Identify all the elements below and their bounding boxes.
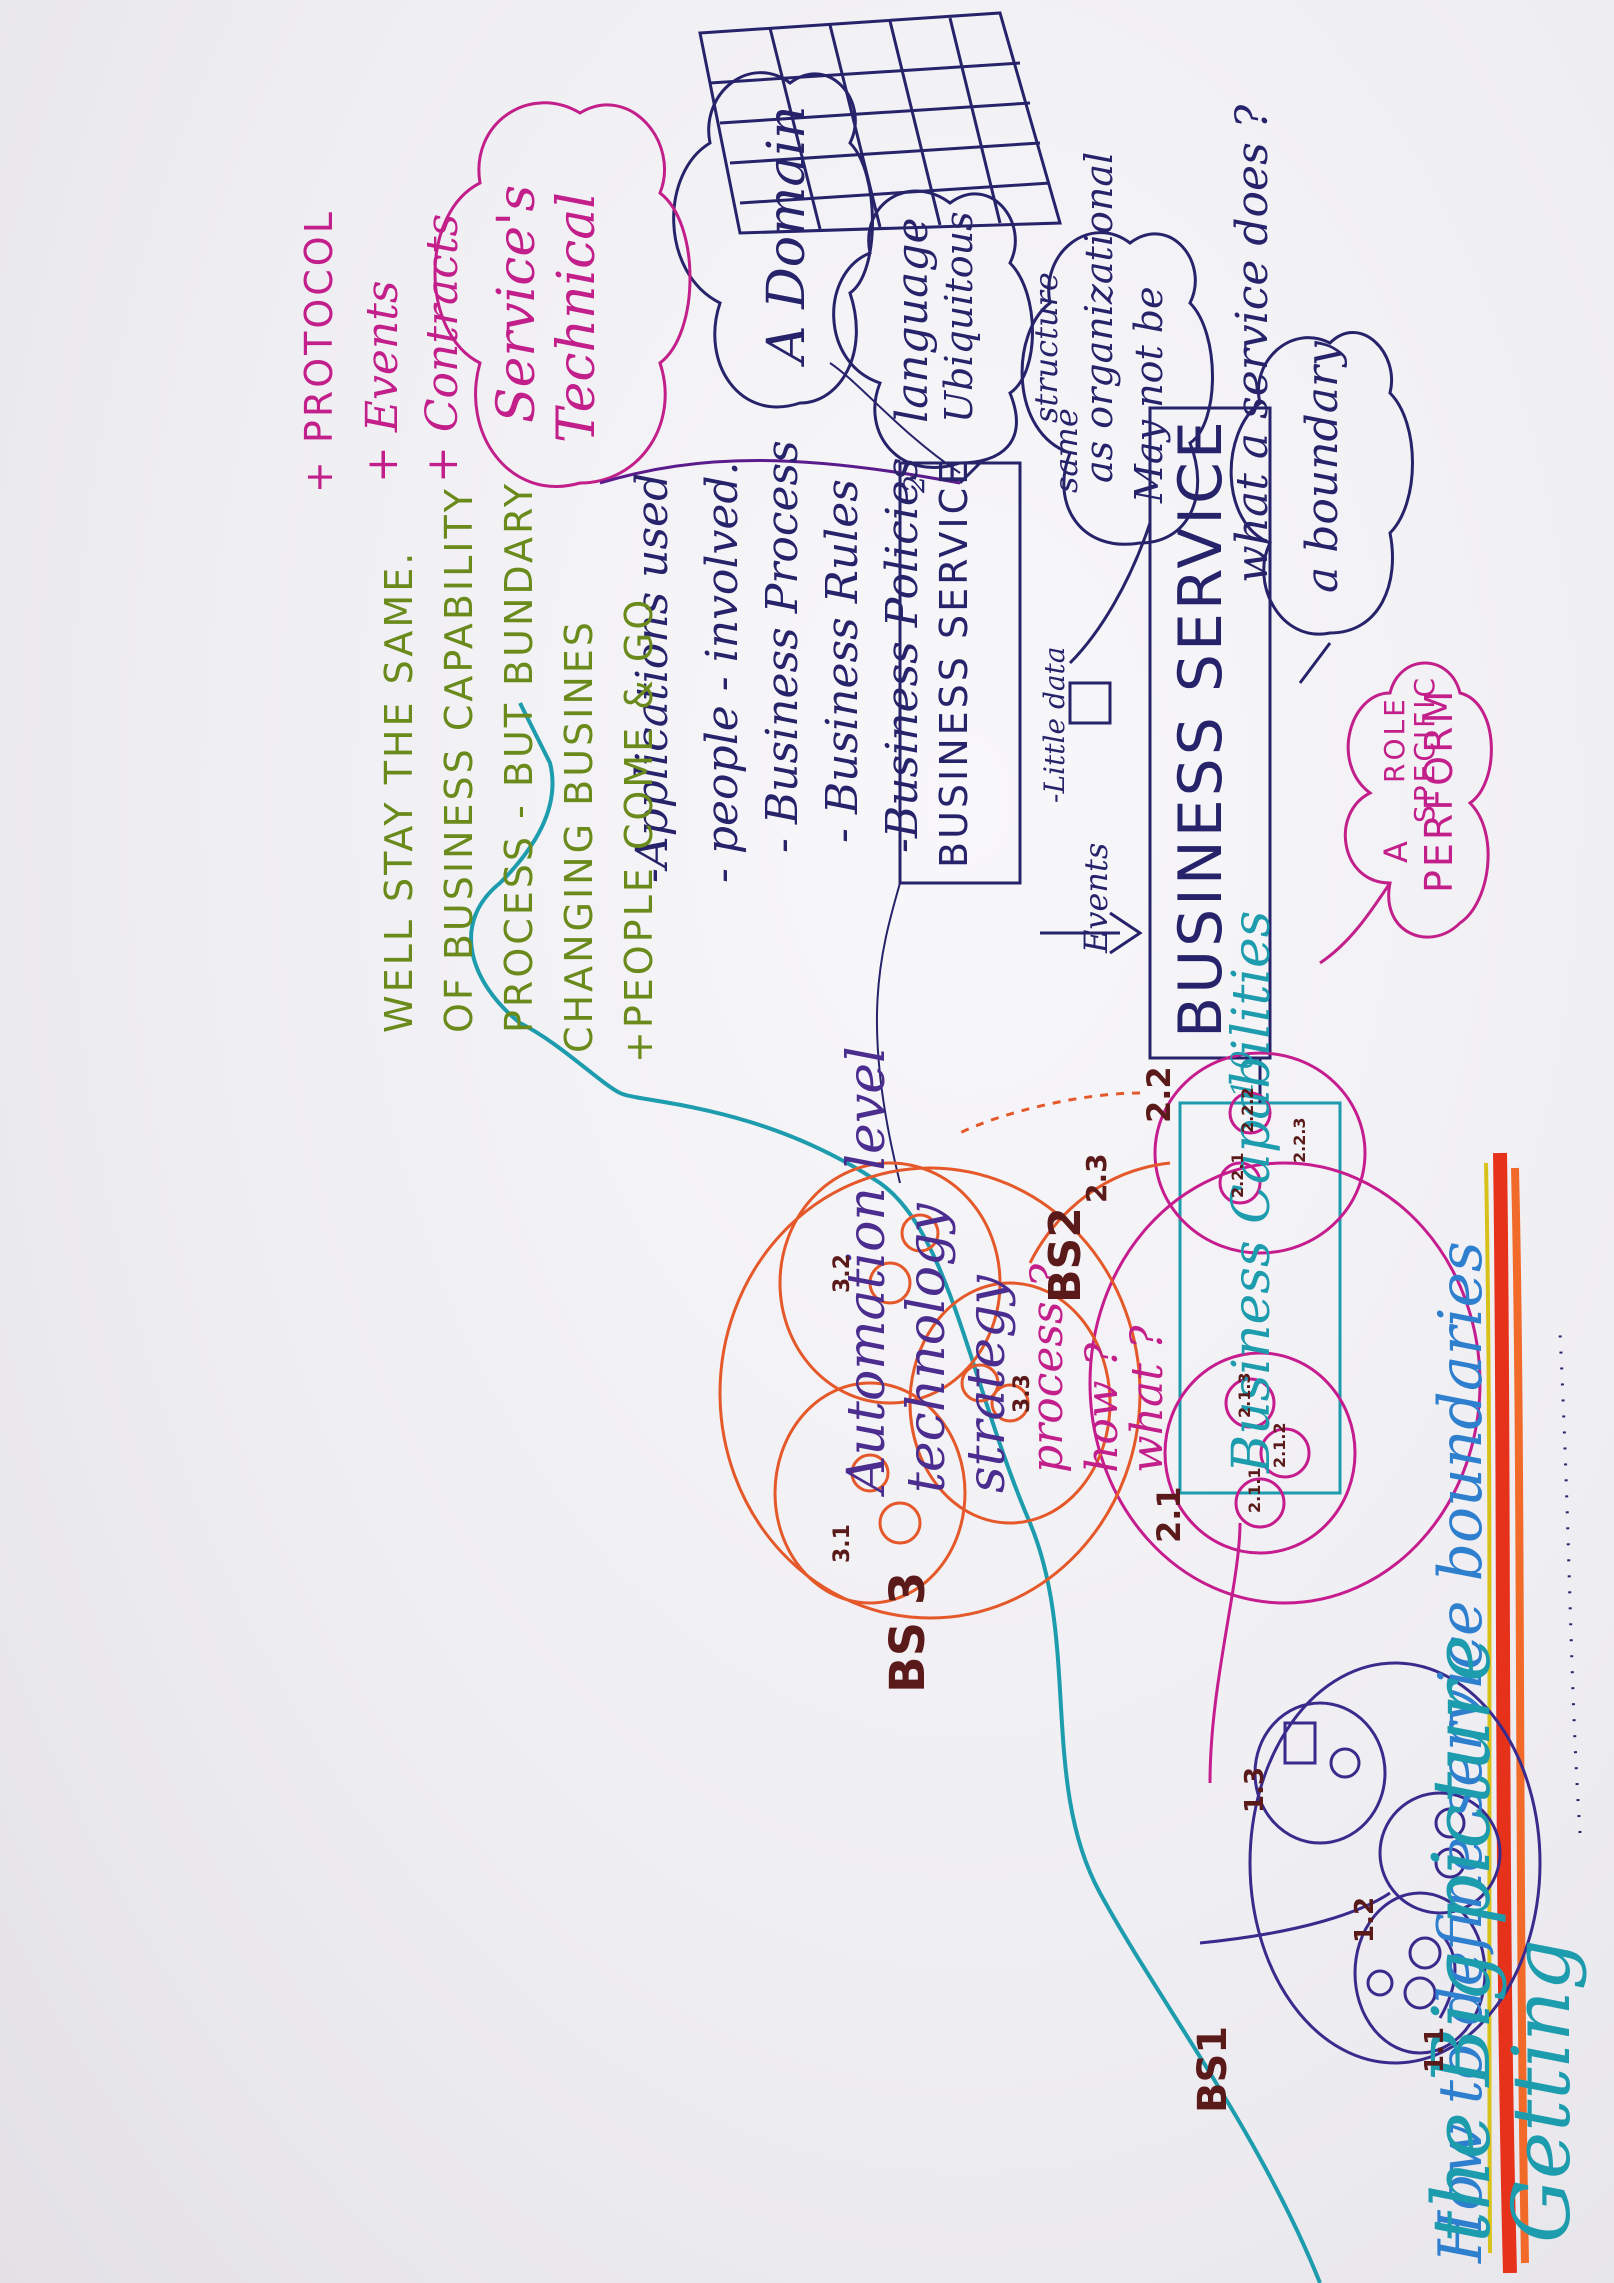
org-line-1: May not be — [1127, 286, 1171, 503]
technical-item-contracts: + Contracts — [417, 213, 468, 483]
technical-item-events: + Events — [357, 280, 408, 483]
note-line-5: WELL STAY THE SAME. — [377, 549, 421, 1033]
perform-connector — [1319, 882, 1392, 965]
technical-line-1: Technical — [547, 192, 607, 443]
note-line-4: OF BUSINESS CAPABILITY — [437, 486, 481, 1033]
spreadsheet-icon — [698, 11, 1062, 235]
node-2-2-1: 2.2.1 — [1228, 1152, 1247, 1198]
node-3-1: 3.1 — [830, 1524, 855, 1563]
bs3-group — [718, 1091, 1171, 1620]
business-service-2-label: BUSINESS SERVICE — [932, 457, 976, 868]
node-3-3: 3.3 — [1010, 1374, 1035, 1413]
node-2-2: 2.2 — [1140, 1066, 1178, 1123]
org-line-4: structure — [1027, 272, 1065, 423]
note-line-1: +PEOPLE COME & GO — [617, 596, 661, 1063]
service2-leader — [875, 882, 901, 1184]
title-underline — [1493, 1152, 1517, 2274]
org-connector — [1068, 522, 1152, 665]
question-how: how ? — [1077, 1342, 1128, 1473]
bs2-label: BS2 — [1040, 1207, 1091, 1303]
ubiquitous-line-2: language — [887, 217, 938, 423]
bullet-rules: - Business Rules — [817, 479, 868, 843]
events-label: Events — [1077, 842, 1115, 953]
technical-line-2: Service's — [487, 184, 547, 423]
bs1-label: BS1 — [1190, 2025, 1236, 2113]
technical-item-protocol: + PROTOCOL — [297, 209, 341, 493]
boundary-connector — [1298, 642, 1332, 684]
org-cloud — [1020, 231, 1214, 546]
ubiquitous-connector — [958, 461, 982, 485]
note-line-2: CHANGING BUSINES — [557, 619, 601, 1053]
big-picture-outline — [469, 702, 1322, 2283]
ubiquitous-line-1: Ubiquitous — [937, 211, 981, 423]
org-line-2: as organizational — [1077, 151, 1121, 483]
perform-line-2: A — [1377, 838, 1415, 863]
node-2-1: 2.1 — [1150, 1486, 1188, 1543]
bs1-group — [1199, 1661, 1542, 2065]
question-what: what ? — [1122, 1325, 1173, 1474]
perform-line-4: ROLE — [1378, 696, 1411, 783]
bs2-group — [1088, 1051, 1482, 1784]
node-2-1-3: 2.1.3 — [1235, 1372, 1254, 1418]
bullet-policies: -Business Policies — [877, 457, 928, 853]
domain-cloud — [672, 71, 874, 409]
bs3-label: BS 3 — [880, 1571, 936, 1693]
ubiquitous-cloud — [832, 189, 1034, 469]
business-service-1-label: BUSINESS SERVICE — [1166, 418, 1236, 1038]
node-2-2-3: 2.2.3 — [1290, 1117, 1309, 1163]
level-technology: technology — [897, 1203, 957, 1493]
perform-line-3: SPECIFIC — [1408, 674, 1441, 823]
boundary-cloud-text: a boundary — [1297, 341, 1348, 593]
bullet-process: - Business Process — [757, 440, 808, 853]
big-picture-title-1: Getting — [1495, 1939, 1588, 2243]
bullet-people: - people - involved. — [697, 461, 748, 883]
technical-cloud — [433, 101, 692, 488]
node-2-1-1: 2.1.1 — [1245, 1467, 1264, 1513]
events-bracket — [1109, 911, 1143, 955]
bs3-to-bs1-dashed — [1558, 1332, 1582, 1834]
big-picture-title-2: the Big picture — [1415, 1634, 1508, 2243]
service-question: what a service does ? — [1227, 104, 1278, 583]
node-3-2: 3.2 — [830, 1254, 855, 1293]
technical-connector — [599, 459, 961, 485]
boundary-cloud — [1229, 331, 1414, 636]
title-underline-2 — [1511, 1167, 1529, 2264]
node-1-2: 1.2 — [1350, 1896, 1380, 1943]
little-data-box — [1068, 681, 1112, 725]
little-data-label: -Little data — [1038, 646, 1071, 803]
node-2-1-2: 2.1.2 — [1270, 1422, 1289, 1468]
title-underline-3 — [1484, 1162, 1492, 2254]
node-1-1: 1.1 — [1420, 2026, 1450, 2073]
node-1-3: 1.3 — [1240, 1766, 1270, 1813]
node-2-2-2: 2.2.2 — [1238, 1087, 1257, 1133]
level-strategy: strategy — [957, 1275, 1017, 1493]
domain-connector — [829, 362, 961, 474]
note-line-3: PROCESS - BUT BUNDARY — [497, 480, 541, 1033]
domain-cloud-text: A Domain — [757, 105, 817, 363]
node-2-3: 2.3 — [1080, 1153, 1113, 1203]
